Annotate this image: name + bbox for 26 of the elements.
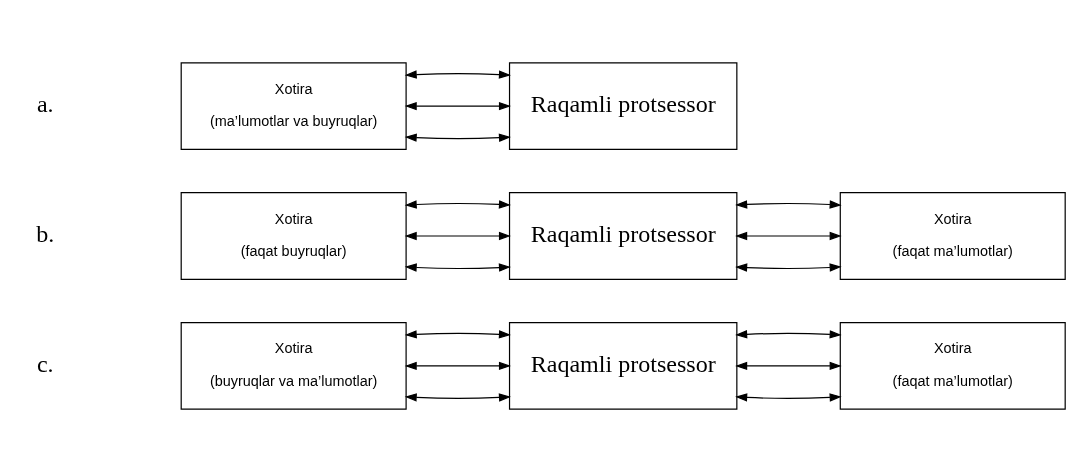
arrow [404, 133, 511, 142]
arrow [735, 393, 842, 402]
arrow [404, 200, 511, 209]
arrow [404, 101, 511, 111]
arrow [404, 330, 511, 339]
node-box: Raqamli protsessor [508, 192, 738, 280]
node-box: Xotira (ma’lumotlar va buyruqlar) [180, 62, 407, 150]
node-box: Raqamli protsessor [508, 322, 738, 410]
label: c. [36, 350, 54, 377]
arrow [404, 263, 511, 272]
node-box: Xotira (faqat buyruqlar) [180, 192, 407, 280]
arrow [735, 231, 842, 241]
arrow [735, 200, 842, 209]
node-box: Xotira (buyruqlar va ma’lumotlar) [180, 322, 407, 410]
label: a. [36, 91, 54, 118]
node-box: Raqamli protsessor [508, 62, 738, 150]
node-box: Xotira (faqat ma’lumotlar) [839, 322, 1066, 410]
arrow [404, 231, 511, 241]
arrow [404, 393, 511, 402]
arrow [404, 70, 511, 79]
label: b. [36, 221, 55, 248]
node-box: Xotira (faqat ma’lumotlar) [839, 192, 1066, 280]
arrow [404, 361, 511, 371]
arrow [735, 330, 842, 339]
arrow [735, 361, 842, 371]
arrow [735, 263, 842, 272]
